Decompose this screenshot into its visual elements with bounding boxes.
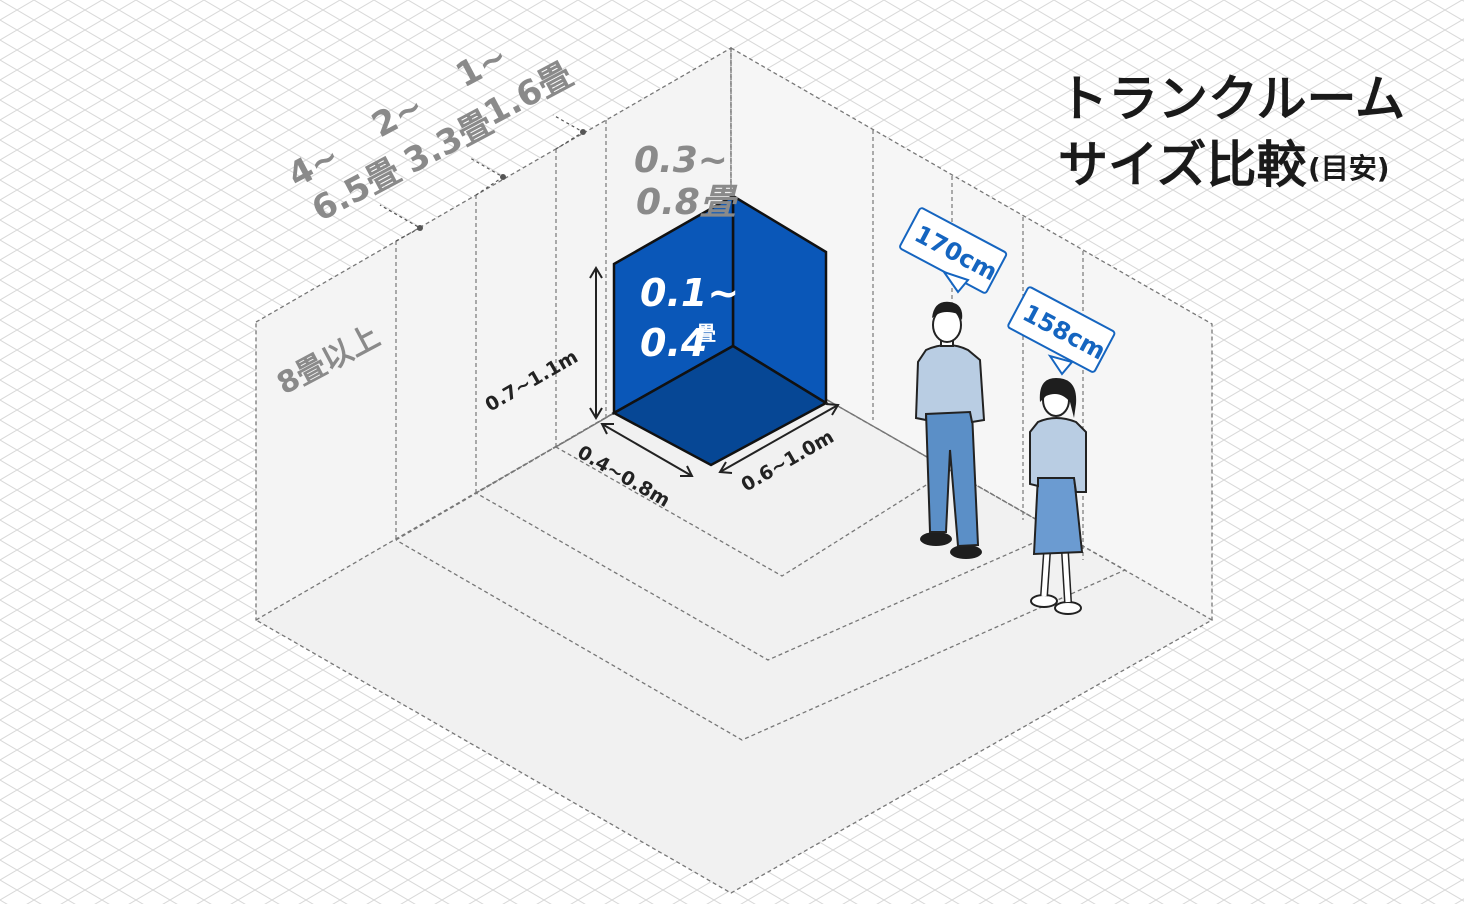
box-label: 0.1~ 0.4 畳 — [640, 271, 739, 365]
label-01-a: 0.1~ — [640, 271, 739, 315]
woman-hair — [1039, 378, 1077, 418]
width-arrow-head-1 — [718, 461, 733, 474]
depth-arrow — [601, 423, 693, 477]
label-03-b: 0.8畳 — [636, 182, 739, 223]
width-arrow — [719, 404, 839, 473]
title-line2-main: サイズ比較 — [1058, 136, 1307, 194]
title-line1: トランクルーム — [1058, 70, 1405, 128]
woman-top — [1029, 417, 1087, 493]
woman-right-leg-skin — [1062, 551, 1071, 603]
woman-tag-box — [1007, 286, 1116, 373]
man-shirt — [914, 344, 986, 424]
storage-box — [611, 193, 829, 467]
label-01-b: 0.4 — [640, 321, 707, 365]
height-arrow-head-bottom — [589, 407, 603, 420]
box-floor — [611, 344, 829, 467]
leader-dot-1 — [580, 129, 586, 135]
woman-figure — [1029, 378, 1087, 615]
leader-dot-4 — [417, 225, 423, 231]
man-right-shoe — [950, 545, 982, 559]
man-figure — [914, 301, 986, 559]
height-arrow-head-top — [589, 266, 603, 279]
title-line2-sub: (目安) — [1308, 152, 1390, 185]
room — [254, 46, 1214, 894]
man-trousers — [924, 411, 980, 548]
title: トランクルーム サイズ比較 (目安) — [1058, 70, 1405, 194]
woman-left-leg-skin — [1041, 551, 1050, 597]
leader-dot-2 — [500, 174, 506, 180]
man-left-shoe — [920, 532, 952, 546]
woman-left-shoe — [1030, 594, 1058, 608]
label-01-unit: 畳 — [696, 321, 716, 345]
depth-arrow-head-2 — [680, 465, 694, 477]
woman-right-shoe — [1054, 601, 1082, 615]
width-arrow-head-2 — [825, 403, 840, 416]
dimension-arrows — [589, 266, 840, 477]
man-tag-pointer — [941, 270, 970, 294]
depth-arrow-head-1 — [600, 423, 614, 435]
floor-outline-4 — [395, 344, 1127, 741]
woman-tag-pointer — [1047, 354, 1074, 376]
label-03-a: 0.3~ — [634, 140, 728, 181]
man-hair — [932, 301, 963, 320]
